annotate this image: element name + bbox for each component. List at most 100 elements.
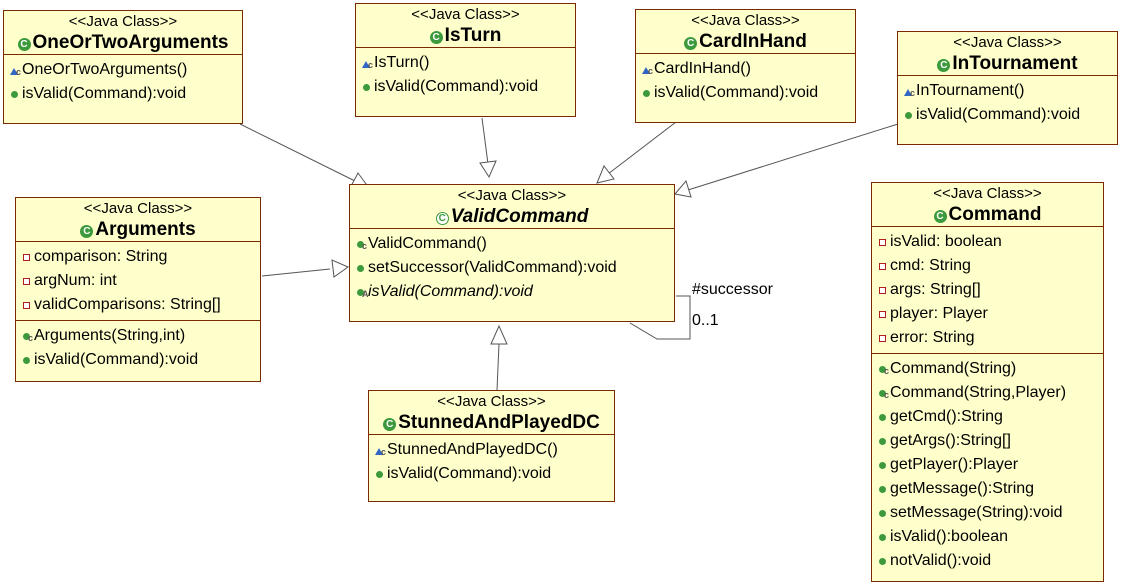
public-method-icon — [878, 458, 888, 470]
private-field-icon — [22, 274, 32, 286]
stereotype-label: <<Java Class>> — [83, 200, 193, 217]
successor-association — [629, 295, 691, 340]
operation-row: setMessage(String):void — [878, 501, 1103, 525]
public-method-icon — [22, 353, 32, 365]
public-method-icon — [878, 554, 888, 566]
generalization-arguments — [261, 259, 350, 278]
public-constructor-icon: c — [22, 329, 33, 343]
package-constructor-icon: c — [362, 56, 373, 70]
stereotype-label: <<Java Class>> — [457, 187, 567, 204]
attributes-compartment: isValid: boolean cmd: String args: Strin… — [872, 226, 1103, 353]
package-constructor-icon: c — [375, 443, 386, 457]
operation-row: getCmd():String — [878, 405, 1103, 429]
generalization-is-turn — [479, 117, 497, 179]
stereotype-label: <<Java Class>> — [437, 393, 546, 410]
class-icon: C — [80, 225, 94, 238]
class-icon: C — [383, 418, 397, 431]
class-name: CardInHand — [699, 31, 807, 52]
class-name: ValidCommand — [450, 206, 589, 227]
operation-row: setSuccessor(ValidCommand):void — [356, 256, 674, 280]
operation-row: isValid(Command):void — [642, 81, 855, 105]
class-name: Arguments — [95, 219, 196, 240]
class-name: IsTurn — [444, 25, 502, 46]
abstract-class-icon: C — [435, 212, 449, 225]
public-method-icon — [642, 86, 652, 98]
public-constructor-icon: c — [878, 386, 889, 400]
operation-row: isValid(Command):void — [362, 75, 575, 99]
public-constructor-icon: c — [356, 237, 367, 251]
public-method-icon — [904, 108, 914, 120]
class-name: StunnedAndPlayedDC — [398, 412, 600, 433]
attribute-row: isValid: boolean — [878, 230, 1103, 254]
private-field-icon — [878, 331, 888, 343]
generalization-card-in-hand — [596, 121, 677, 184]
attributes-compartment: comparison: String argNum: int validComp… — [16, 241, 260, 320]
operation-row: isValid():boolean — [878, 525, 1103, 549]
attribute-row: validComparisons: String[] — [22, 293, 260, 317]
generalization-stunned-and-played-dc — [490, 324, 508, 391]
class-icon: C — [937, 59, 951, 72]
operation-row: notValid():void — [878, 549, 1103, 573]
abstract-method-icon: A — [356, 285, 369, 299]
private-field-icon — [22, 298, 32, 310]
public-method-icon — [10, 87, 20, 99]
successor-role-label: #successor — [692, 281, 773, 298]
stereotype-label: <<Java Class>> — [411, 6, 520, 23]
stereotype-label: <<Java Class>> — [691, 12, 800, 29]
attribute-row: cmd: String — [878, 254, 1103, 278]
public-method-icon — [878, 506, 888, 518]
public-method-icon — [362, 80, 372, 92]
public-constructor-icon: c — [878, 362, 889, 376]
operation-row: isValid(Command):void — [22, 348, 260, 372]
stereotype-label: <<Java Class>> — [953, 34, 1062, 51]
private-field-icon — [878, 235, 888, 247]
successor-multiplicity-label: 0..1 — [692, 312, 719, 329]
stereotype-label: <<Java Class>> — [933, 185, 1042, 202]
public-method-icon — [878, 434, 888, 446]
operation-row: getPlayer():Player — [878, 453, 1103, 477]
private-field-icon — [878, 283, 888, 295]
generalization-in-tournament — [674, 123, 899, 198]
operation-row: isValid(Command):void — [375, 462, 614, 486]
package-constructor-icon: c — [642, 62, 653, 76]
public-method-icon — [375, 467, 385, 479]
private-field-icon — [878, 259, 888, 271]
public-method-icon — [878, 410, 888, 422]
class-name: Command — [948, 204, 1042, 225]
operation-row: isValid(Command):void — [904, 103, 1117, 127]
class-icon: C — [684, 37, 698, 50]
public-method-icon — [878, 530, 888, 542]
package-constructor-icon: c — [904, 84, 915, 98]
attribute-row: error: String — [878, 326, 1103, 350]
stereotype-label: <<Java Class>> — [68, 13, 178, 30]
generalization-one-or-two-arguments — [239, 123, 370, 189]
private-field-icon — [22, 250, 32, 262]
attribute-row: args: String[] — [878, 278, 1103, 302]
public-method-icon — [356, 261, 366, 273]
private-field-icon — [878, 307, 888, 319]
